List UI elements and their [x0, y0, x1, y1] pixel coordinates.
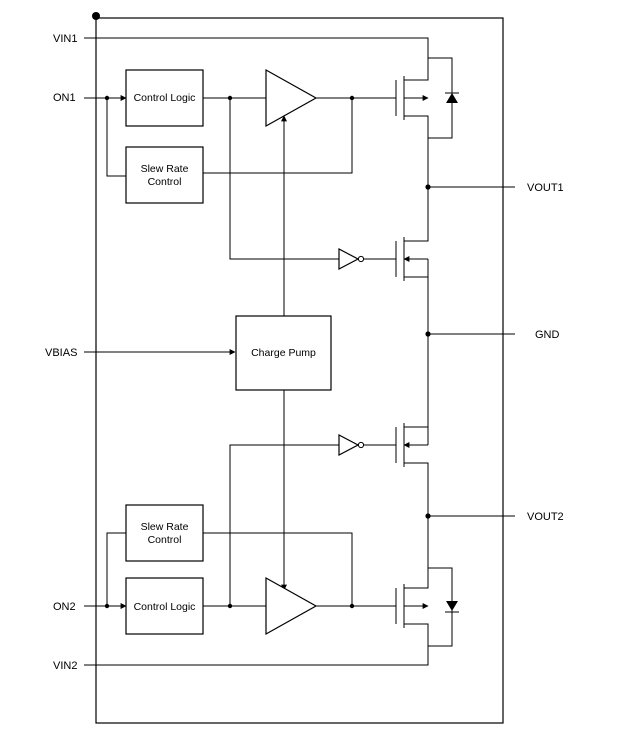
gate-driver-amp-2 [265, 576, 318, 636]
slew2-feedback-wire [203, 532, 353, 606]
discharge-fet-1 [395, 237, 429, 281]
control-logic-1-block [125, 69, 204, 127]
inverter-1 [338, 248, 360, 270]
pass-fet-1 [395, 58, 429, 138]
pin1-marker-dot [92, 12, 100, 20]
inverter-2 [338, 434, 360, 456]
charge-pump-label: Charge Pump [251, 347, 316, 359]
pin-label-on1: ON1 [53, 92, 76, 104]
slew-rate-1-label-line2: Control [148, 176, 182, 188]
charge-pump-block [235, 315, 332, 391]
gate-driver-amp-1 [265, 68, 318, 128]
slew-rate-1-label-line1: Slew Rate [141, 163, 189, 175]
package-outline [95, 17, 504, 724]
amp2-out-junction [349, 603, 355, 609]
pin-label-on2: ON2 [53, 601, 76, 613]
slew-rate-2-label-line1: Slew Rate [141, 521, 189, 533]
pass-fet-2 [395, 568, 429, 646]
inverter-1-bubble [357, 255, 365, 263]
pin-label-vin2: VIN2 [53, 660, 77, 672]
vin1-wire [84, 37, 429, 58]
pin-label-vout2: VOUT2 [527, 511, 564, 523]
discharge-fet-2 [395, 423, 429, 467]
ctrl1-to-inverter1-wire [229, 98, 339, 260]
ctrl2-to-inverter2-wire [229, 444, 339, 606]
gnd-junction [425, 331, 431, 337]
ctrl2-junction [227, 603, 233, 609]
on1-to-slew-wire [106, 98, 126, 177]
pin-label-vout1: VOUT1 [527, 182, 564, 194]
body-diode-1 [428, 57, 459, 139]
pin-label-vbias: VBIAS [45, 347, 77, 359]
pin-label-vin1: VIN1 [53, 33, 77, 45]
vout2-junction [425, 513, 431, 519]
slew-rate-control-1-block [125, 146, 204, 204]
control-logic-2-label: Control Logic [134, 601, 196, 613]
slew-rate-control-2-block [125, 504, 204, 562]
control-logic-1-label: Control Logic [134, 92, 196, 104]
slew1-feedback-wire [203, 98, 353, 174]
on2-to-slew-wire [106, 532, 126, 606]
body-diode-2 [428, 567, 459, 647]
slew-rate-2-label-line2: Control [148, 534, 182, 546]
inverter-2-bubble [357, 441, 365, 449]
pin-label-gnd: GND [535, 329, 560, 341]
vout1-junction [425, 184, 431, 190]
vin2-wire [84, 646, 429, 666]
